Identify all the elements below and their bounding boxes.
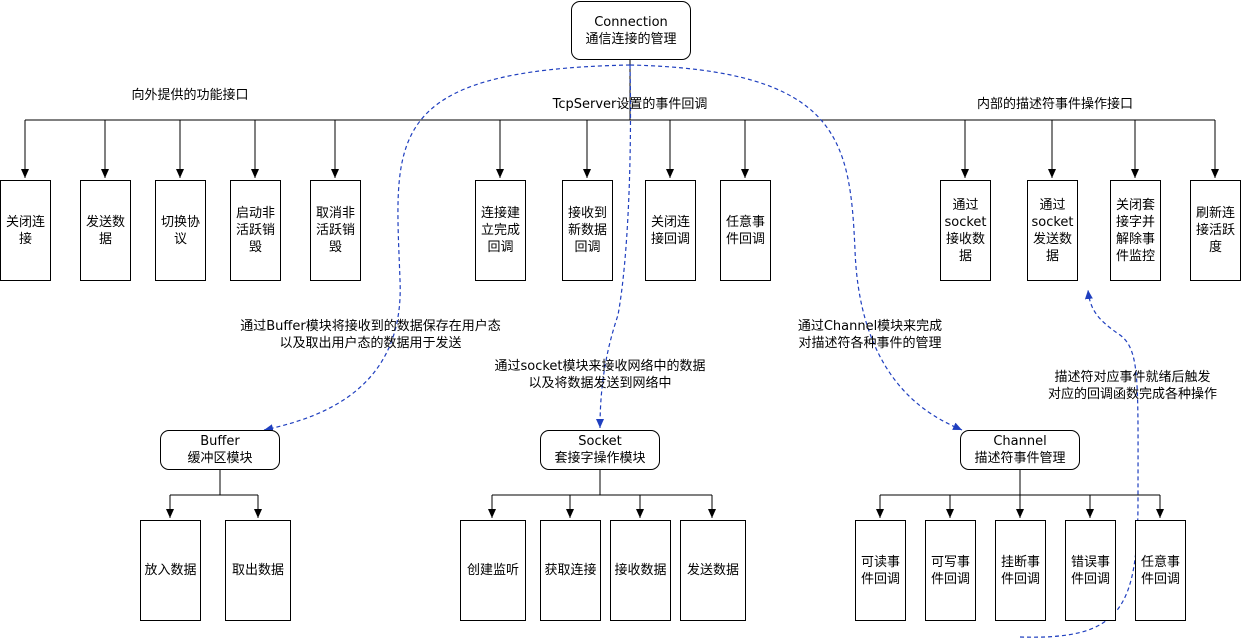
switch-protocol-label: 切换协议 [160, 214, 200, 247]
message-callback-label: 接收到新数据回调 [567, 206, 607, 255]
channel-any-callback-label: 任意事件回调 [1140, 554, 1180, 587]
socket-recv-data-label: 接收数据 [614, 563, 667, 578]
channel-subtitle: 描述符事件管理 [974, 451, 1066, 466]
channel-read-callback-label: 可读事件回调 [860, 554, 900, 587]
dashed-to-buffer [263, 64, 631, 433]
closed-callback-box: 关闭连接回调 [645, 180, 696, 281]
enable-inactive-release-box: 启动非活跃销毁 [230, 180, 281, 281]
buffer-note: 通过Buffer模块将接收到的数据保存在用户态 以及取出用户态的数据用于发送 [240, 319, 501, 351]
socket-accept-label: 获取连接 [544, 563, 597, 578]
connected-callback-box: 连接建立完成回调 [475, 180, 526, 281]
close-socket-box: 关闭套接字并解除事件监控 [1110, 180, 1161, 281]
send-data-label: 发送数据 [85, 214, 125, 247]
buffer-read-box: 取出数据 [225, 520, 291, 621]
channel-note: 通过Channel模块来完成 对描述符各种事件的管理 [797, 319, 943, 351]
trigger-note: 描述符对应事件就绪后触发 对应的回调函数完成各种操作 [1047, 370, 1217, 402]
socket-subtitle: 套接字操作模块 [554, 451, 646, 466]
connection-bus [21, 60, 1219, 178]
connection-title: Connection [594, 14, 668, 30]
cancel-inactive-release-label: 取消非活跃销毁 [315, 206, 355, 255]
any-event-callback-box: 任意事件回调 [720, 180, 771, 281]
close-socket-label: 关闭套接字并解除事件监控 [1115, 197, 1155, 264]
channel-error-callback-label: 错误事件回调 [1070, 554, 1110, 587]
buffer-subtitle: 缓冲区模块 [187, 451, 253, 466]
channel-bus [876, 470, 1164, 518]
enable-inactive-release-label: 启动非活跃销毁 [235, 206, 275, 255]
any-event-callback-label: 任意事件回调 [725, 214, 765, 247]
switch-protocol-box: 切换协议 [155, 180, 206, 281]
socket-send-data-box: 发送数据 [680, 520, 746, 621]
socket-recv-data-box: 接收数据 [610, 520, 671, 621]
connection-subtitle: 通信连接的管理 [585, 31, 677, 47]
closed-callback-label: 关闭连接回调 [650, 214, 690, 247]
connected-callback-label: 连接建立完成回调 [480, 206, 520, 255]
refresh-activity-label: 刷新连接活跃度 [1195, 206, 1235, 255]
dashed-to-socket [596, 64, 632, 429]
channel-any-callback-box: 任意事件回调 [1135, 520, 1186, 621]
tcpserver-callback-label: TcpServer设置的事件回调 [552, 97, 708, 112]
cancel-inactive-release-box: 取消非活跃销毁 [310, 180, 361, 281]
buffer-write-label: 放入数据 [144, 563, 197, 578]
socket-note: 通过socket模块来接收网络中的数据 以及将数据发送到网络中 [494, 359, 706, 391]
socket-listen-box: 创建监听 [460, 520, 526, 621]
refresh-activity-box: 刷新连接活跃度 [1190, 180, 1241, 281]
channel-write-callback-label: 可写事件回调 [930, 554, 970, 587]
dashed-trigger [1019, 289, 1139, 638]
connection-node: Connection 通信连接的管理 [571, 1, 691, 60]
buffer-node: Buffer 缓冲区模块 [160, 430, 280, 470]
channel-node: Channel 描述符事件管理 [960, 430, 1080, 470]
internal-interface-label: 内部的描述符事件操作接口 [976, 97, 1133, 112]
channel-title: Channel [993, 434, 1047, 449]
channel-write-callback-box: 可写事件回调 [925, 520, 976, 621]
close-connection-label: 关闭连接 [5, 214, 45, 247]
socket-bus [488, 470, 716, 518]
send-data-box: 发送数据 [80, 180, 131, 281]
socket-accept-box: 获取连接 [540, 520, 601, 621]
socket-title: Socket [578, 434, 622, 449]
buffer-read-label: 取出数据 [231, 563, 284, 578]
socket-node: Socket 套接字操作模块 [540, 430, 660, 470]
channel-hangup-callback-label: 挂断事件回调 [1000, 554, 1040, 587]
buffer-write-box: 放入数据 [140, 520, 201, 621]
channel-error-callback-box: 错误事件回调 [1065, 520, 1116, 621]
close-connection-box: 关闭连接 [0, 180, 51, 281]
buffer-title: Buffer [200, 434, 240, 449]
buffer-bus [166, 470, 262, 518]
socket-listen-label: 创建监听 [466, 563, 519, 578]
channel-read-callback-box: 可读事件回调 [855, 520, 906, 621]
message-callback-box: 接收到新数据回调 [562, 180, 613, 281]
socket-send-box: 通过socket发送数据 [1027, 180, 1078, 281]
socket-recv-label: 通过socket接收数据 [944, 197, 987, 264]
dashed-to-channel [629, 64, 963, 431]
channel-hangup-callback-box: 挂断事件回调 [995, 520, 1046, 621]
external-interface-label: 向外提供的功能接口 [131, 88, 249, 103]
socket-recv-box: 通过socket接收数据 [940, 180, 991, 281]
socket-send-label: 通过socket发送数据 [1031, 197, 1074, 264]
socket-send-data-label: 发送数据 [686, 563, 739, 578]
